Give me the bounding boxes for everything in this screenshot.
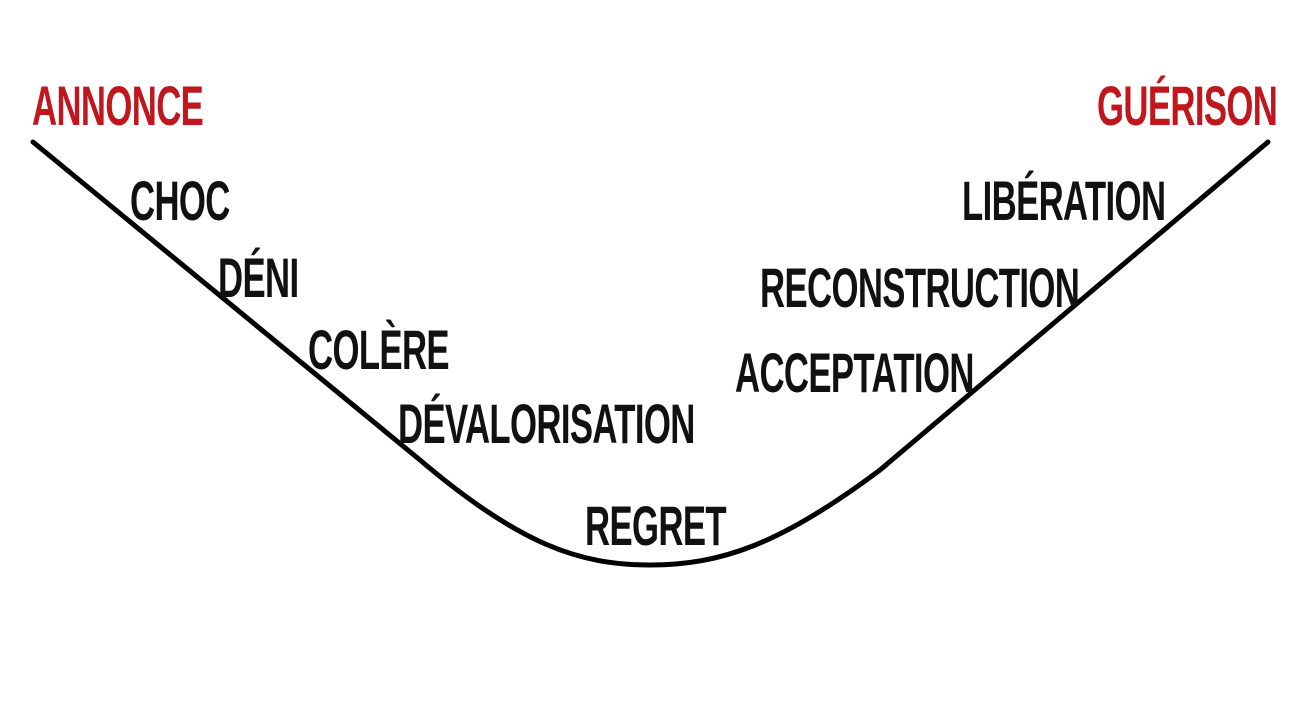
stage-choc-label: CHOC bbox=[130, 169, 230, 232]
endpoint-start-label: ANNONCE bbox=[32, 74, 204, 137]
stage-devalorisation-label: DÉVALORISATION bbox=[398, 392, 695, 455]
stage-reconstruction-label: RECONSTRUCTION bbox=[760, 256, 1080, 319]
grief-curve-line bbox=[30, 139, 1271, 568]
stage-liberation-label: LIBÉRATION bbox=[962, 169, 1166, 232]
stage-regret-label: REGRET bbox=[585, 494, 727, 557]
stage-deni-label: DÉNI bbox=[218, 246, 299, 309]
stage-acceptation-label: ACCEPTATION bbox=[735, 341, 974, 404]
stage-colere-label: COLÈRE bbox=[308, 318, 450, 381]
endpoint-end-label: GUÉRISON bbox=[1097, 74, 1278, 137]
